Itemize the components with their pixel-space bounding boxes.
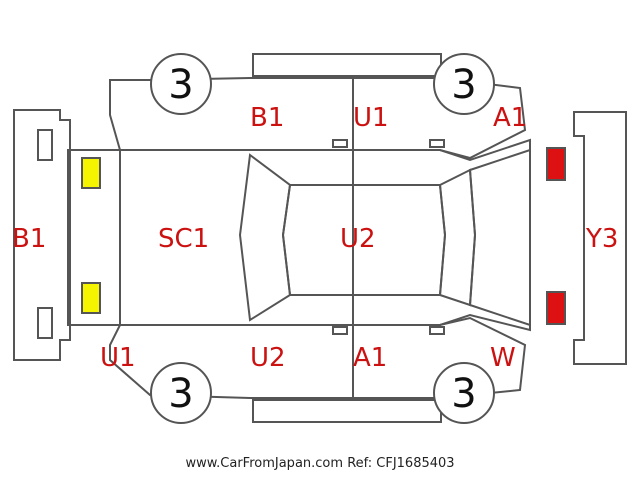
code-rear-left: SC1 [158,224,209,254]
code-rear-bumper: B1 [12,224,46,254]
front-lamp-bottom [546,291,566,325]
side-top-outline [109,77,527,160]
tire-front-top [433,53,495,115]
rear-bumper-slot-top [37,129,53,161]
tire-rear-bottom [150,362,212,424]
code-bottom-rear-door: U2 [250,343,286,373]
side-top-mirror-strip [252,53,442,77]
rear-bumper-outline [13,109,71,361]
side-top-handle-front [429,139,445,148]
tire-front-bottom [433,362,495,424]
code-bottom-front-door: A1 [353,343,387,373]
code-top-front-door: U1 [353,103,389,133]
footer-ref: Ref: CFJ1685403 [347,456,455,471]
front-bumper-outline [573,111,627,365]
side-bottom-outline [109,316,527,399]
code-bottom-fender: W [490,343,516,373]
tire-tread-rear-bottom: 3 [168,371,193,417]
side-bottom-mirror-strip [252,399,442,423]
front-lamp-top [546,147,566,181]
rear-lamp-bottom [81,282,101,314]
rear-lamp-top [81,157,101,189]
footer-site: www.CarFromJapan.com [185,456,344,471]
tire-tread-rear-top: 3 [168,62,193,108]
tire-tread-front-bottom: 3 [451,371,476,417]
code-roof: U2 [340,224,376,254]
footer: www.CarFromJapan.com Ref: CFJ1685403 [0,456,640,471]
code-top-rear-door: B1 [250,103,284,133]
windshield [438,168,477,307]
code-top-fender: A1 [493,103,527,133]
code-bottom-quarter: U1 [100,343,136,373]
tire-tread-front-top: 3 [451,62,476,108]
side-bottom-handle-rear [332,326,348,335]
hood [468,148,531,327]
code-front-bumper: Y3 [585,224,618,254]
rear-bumper-slot-bottom [37,307,53,339]
side-bottom-handle-front [429,326,445,335]
side-top-handle-rear [332,139,348,148]
tire-rear-top [150,53,212,115]
